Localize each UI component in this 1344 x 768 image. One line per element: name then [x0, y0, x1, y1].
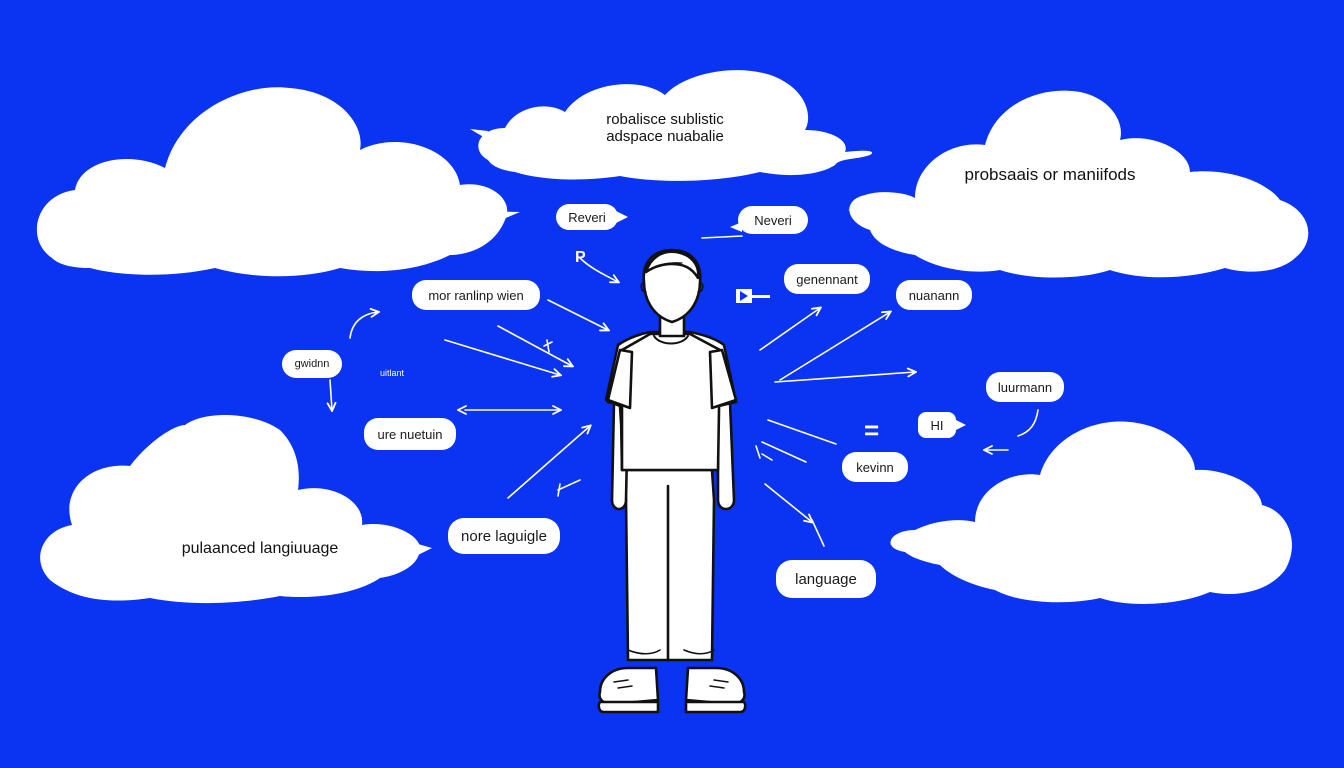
bubble-language: language: [776, 560, 876, 598]
cloud-top-center: [470, 70, 873, 181]
cloud-bottom-left-label: pulaanced langiuuage: [181, 540, 339, 557]
bubble-nuanann: nuanann: [896, 280, 972, 310]
arrows: [330, 235, 1039, 547]
cloud-top-right: [848, 90, 1309, 278]
bubble-reveri: Reveri: [556, 204, 628, 230]
cloud-top-center-label: robalisce sublistic adspace nuabalie: [560, 111, 770, 146]
bubble-kevinn: kevinn: [842, 452, 908, 482]
bubble-genennant: genennant: [784, 264, 870, 294]
bubble-gwidnn: gwidnn: [282, 350, 342, 378]
bubble-nore-laguigle: nore laguigle: [448, 518, 560, 554]
cloud-top-left: [36, 87, 520, 277]
scribble-equals: =: [864, 415, 880, 445]
bubble-luurmann: luurmann: [986, 372, 1064, 402]
bubble-mor-ranlinp-wien: mor ranlinp wien: [412, 280, 540, 310]
cloud-top-center-line-1: robalisce sublistic: [606, 111, 724, 128]
cloud-top-center-line-2: adspace nuabalie: [606, 128, 724, 146]
bubble-hi: HI: [918, 412, 966, 438]
scribble-uitlant: uitlant: [380, 368, 405, 378]
cloud-top-right-label: probsaais or maniifods: [964, 165, 1136, 184]
play-icon: [736, 289, 770, 303]
cloud-bottom-left: [40, 414, 432, 604]
standing-person-figure: [597, 248, 747, 714]
cloud-bottom-right: [890, 421, 1292, 604]
bubble-neveri: Neveri: [730, 206, 808, 234]
bubble-ure-nuetuin: ure nuetuin: [364, 418, 456, 450]
scribble-p: P: [575, 249, 586, 266]
